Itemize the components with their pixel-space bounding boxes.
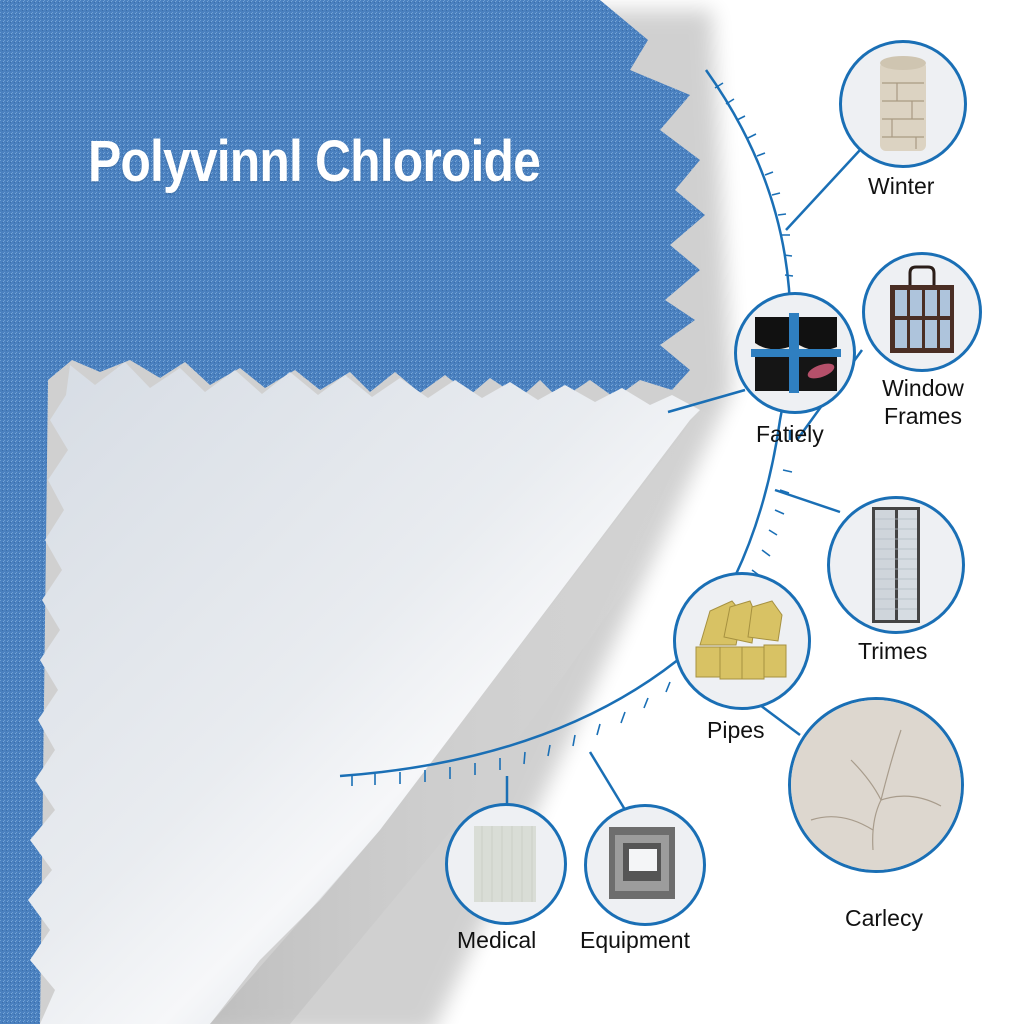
winter-node	[839, 40, 967, 168]
blue-fabric-sheet	[0, 0, 705, 1024]
fabric-swatch-icon	[474, 826, 536, 902]
equipment-label: Equipment	[580, 927, 690, 953]
trimes-label: Trimes	[858, 638, 928, 664]
cylinder-stone-icon	[880, 56, 926, 151]
page-title: Polyvinnl Chloroide	[88, 129, 541, 194]
medical-label: Medical	[457, 927, 537, 953]
fatiely-node	[734, 292, 856, 414]
window-frames-label: Window Frames	[882, 375, 964, 429]
fatiely-label: Fatiely	[756, 421, 824, 447]
blue-grid-tile-icon	[751, 313, 841, 393]
cracked-plaster-icon	[791, 700, 961, 870]
yellow-blocks-icon	[695, 600, 787, 680]
winter-label: Winter	[868, 173, 935, 199]
carlecy-label: Carlecy	[845, 905, 923, 931]
metal-frame-icon	[609, 827, 675, 899]
panel-trim-icon	[872, 507, 920, 623]
silver-fabric-fold	[28, 362, 700, 1024]
window-frame-icon	[890, 265, 954, 353]
window-frames-node	[862, 252, 982, 372]
medical-node	[445, 803, 567, 925]
trimes-node	[827, 496, 965, 634]
pipes-node	[673, 572, 811, 710]
pipes-label: Pipes	[707, 717, 765, 743]
carlecy-node	[788, 697, 964, 873]
equipment-node	[584, 804, 706, 926]
